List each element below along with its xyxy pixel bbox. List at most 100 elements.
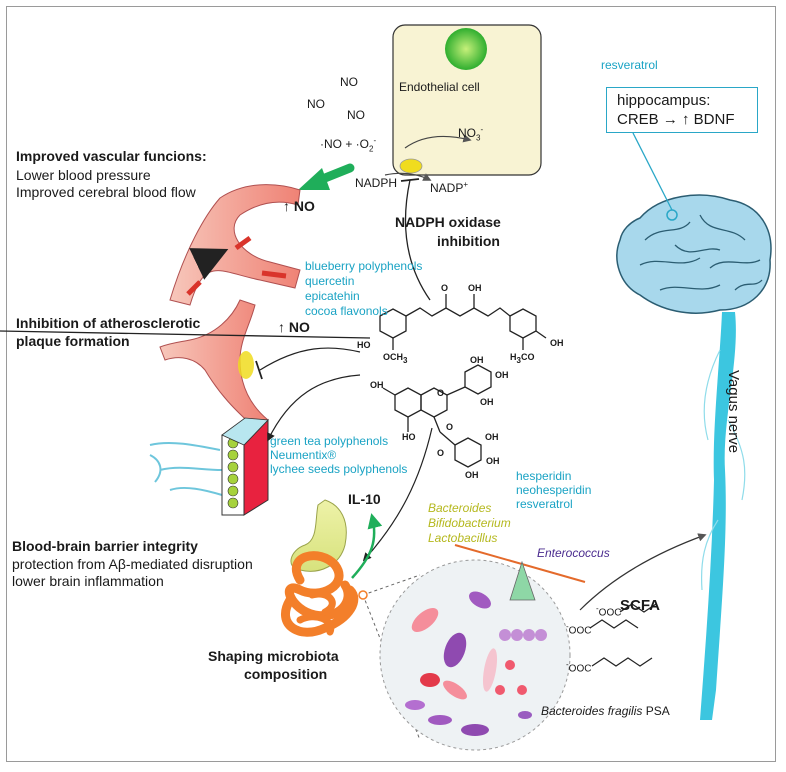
up-no-label-2: ↑ NO [278,319,310,335]
nadp-superscript: + [463,180,469,189]
polyphenol-item: resveratrol [516,497,573,511]
polyphenol-item: epicatehin [305,289,360,303]
chem-o-2: O [437,388,445,398]
chem-o-4: O [437,448,445,458]
microbiota-line-2: composition [244,666,328,682]
microbiota-line-1: Shaping microbiota [208,648,339,664]
nadph-inhibition-bar [400,178,431,301]
polyphenol-group-3: hesperidin neohesperidin resveratrol [516,469,591,511]
nadph-label: NADPH [355,176,398,190]
hippocampus-box: hippocampus: CREB → ↑ BDNF [606,87,758,133]
no3-subscript: 3 [476,133,481,143]
och3-text: OCH [383,352,403,362]
hippocampus-title: hippocampus: [617,92,711,109]
enterococcus-label: Enterococcus [537,546,610,560]
no3-label: NO3- [458,125,483,143]
chem-o-3: O [446,422,454,432]
brain-icon [616,194,772,314]
microbiota-circle [358,559,571,751]
chem-ho-1: HO [357,340,371,350]
chem-o-1: O [441,283,449,293]
chem-oh-1: OH [468,283,482,293]
chem-ho-2: HO [402,432,416,442]
plaque-inhibition-line [255,347,361,380]
chem-oh-8: OH [486,456,500,466]
o2-subscript: 2 [369,144,374,154]
chem-oh-9: OH [465,470,479,480]
bacteria-item: Bacteroides [428,501,492,515]
h3co-h: H [510,352,517,362]
ooc-charge: - [596,604,599,613]
no-label-2: NO [307,97,325,111]
polyphenol-group-2: green tea polyphenols Neumentix® lychee … [270,434,407,476]
polyphenol-item: cocoa flavonols [305,304,388,318]
bacteria-item: Lactobacillus [428,531,498,545]
psa-species: Bacteroides fragilis [541,704,643,718]
chem-oh-4: OH [495,370,509,380]
no-label-1: NO [340,75,358,89]
chem-och3: OCH3 [383,352,407,365]
ooc-label-1: -OOC [566,622,591,637]
chem-oh-3: OH [470,355,484,365]
polyphenol-item: lychee seeds polyphenols [270,462,408,476]
reaction-left-text: ·NO + ·O [320,137,370,151]
up-no-label-1: ↑ NO [283,198,315,214]
blood-brain-barrier-icon [149,417,269,516]
il10-label: IL-10 [348,491,381,507]
resveratrol-brain-label: resveratrol [601,58,658,72]
endothelial-cell-label: Endothelial cell [399,80,480,94]
chem-oh-2: OH [550,338,564,348]
egcg-structure [382,364,492,468]
bbb-line-2: lower brain inflammation [12,573,164,589]
scfa-arrow [579,533,707,611]
endothelial-cell-icon [392,24,542,176]
hippocampus-pointer [632,132,673,211]
och3-subscript: 3 [403,355,408,365]
figure-frame [6,6,776,762]
creb-bdnf-label: CREB → ↑ BDNF [617,110,735,128]
polyphenol-group-1: blueberry polyphenols quercetin epicateh… [305,259,422,319]
ooc-text: OOC [568,663,592,675]
chem-h3co: H3CO [510,352,534,365]
scfa-label: SCFA [620,597,661,614]
nadph-oxidase-line-1: NADPH oxidase [395,214,501,230]
h3co-tail: CO [520,352,535,362]
nadp-reaction-arrow [384,172,432,181]
polyphenol-item: green tea polyphenols [270,434,389,448]
polyphenol-item: neohesperidin [516,483,592,497]
curcumin-structure [0,294,547,350]
polyphenol-item: Neumentix® [270,448,337,462]
psa-suffix: PSA [642,704,670,718]
vascular-green-arrow [298,163,355,190]
vascular-line-2: Improved cerebral blood flow [16,184,196,200]
bbb-title: Blood-brain barrier integrity [12,538,198,554]
nadph-oxidase-line-2: inhibition [437,233,500,249]
seesaw-icon [454,544,586,601]
no-superoxide-reaction: ·NO + ·O2- [320,136,376,154]
gut-arrow [362,427,433,562]
beneficial-bacteria-list: Bacteroides Bifidobacterium Lactobacillu… [428,501,511,546]
ooc-charge: - [566,660,569,669]
athero-line-2: plaque formation [16,333,130,349]
bacteria-item: Bifidobacterium [428,516,511,530]
vagus-nerve-icon [700,312,746,720]
chem-oh-5: OH [480,397,494,407]
nadp-label: NADP+ [430,180,468,196]
bbb-arrow [267,374,361,442]
vascular-line-1: Lower blood pressure [16,167,151,183]
nadp-text: NADP [430,181,464,195]
scfa-structures [589,603,657,667]
vagus-nerve-label: Vagus nerve [725,370,742,454]
vascular-title: Improved vascular funcions: [16,148,207,164]
ooc-label-3: -OOC [566,660,591,675]
o2-superscript: - [373,136,377,145]
gut-icon [281,499,359,637]
polyphenol-item: blueberry polyphenols [305,259,423,273]
polyphenol-item: quercetin [305,274,355,288]
no3-reaction-arrow [404,134,472,149]
ooc-text: OOC [598,607,622,619]
blood-vessel-icon [169,184,301,306]
no-label-3: NO [347,108,365,122]
